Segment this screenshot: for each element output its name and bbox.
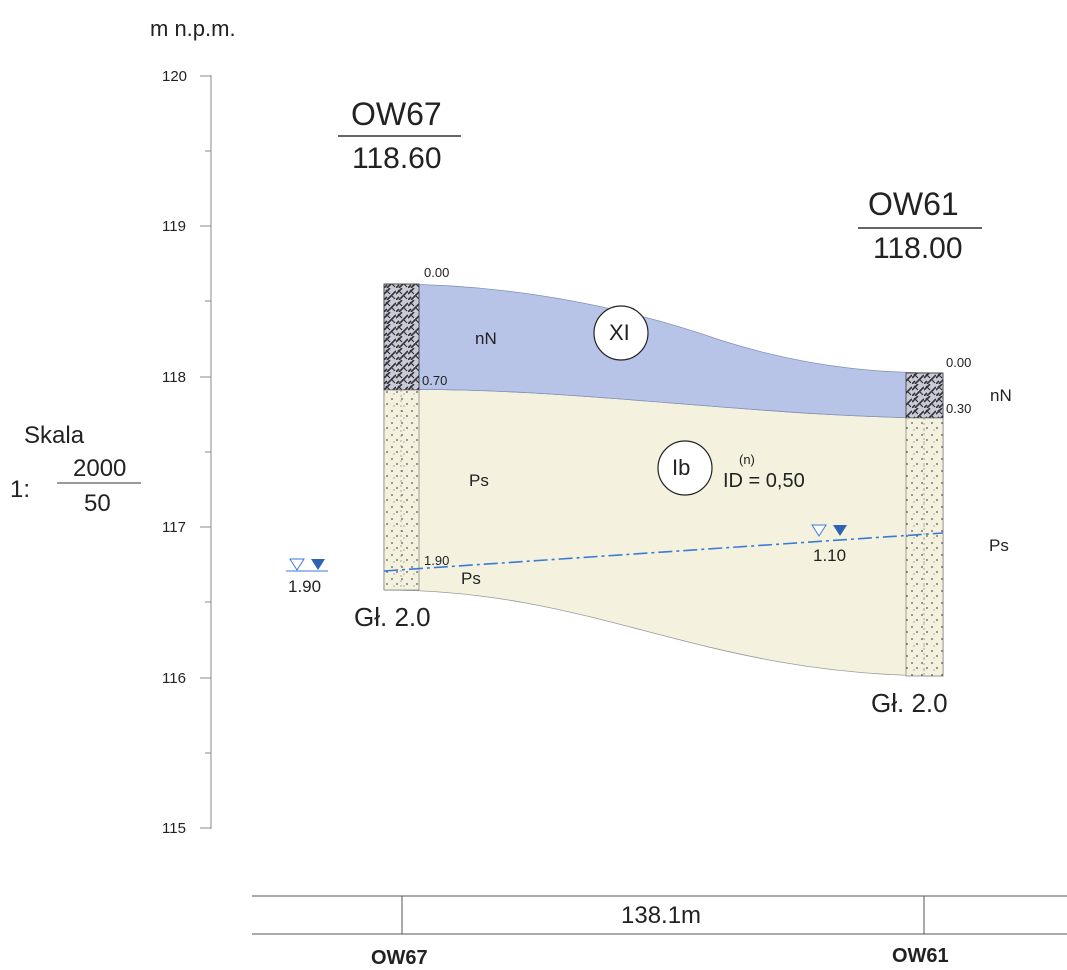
groundwater-line	[383, 532, 944, 572]
ow67-depth-top: 0.00	[424, 265, 450, 280]
scale-label: Skala	[24, 422, 85, 449]
distance-label: 138.1m	[621, 902, 702, 929]
scale-denominator: 50	[84, 490, 111, 517]
ow67-water-depth-side: 1.90	[288, 577, 322, 596]
y-tick-119: 119	[162, 218, 186, 235]
density-index-superscript: (n)	[739, 452, 755, 467]
ow67-soil-top: nN	[475, 329, 497, 348]
layer-xi-label: XI	[609, 320, 630, 345]
distance-from: OW67	[371, 947, 428, 969]
y-axis	[200, 75, 212, 829]
borehole-ow67-column	[383, 283, 420, 591]
ow61-name: OW61	[868, 186, 959, 222]
layer-xi	[383, 283, 944, 419]
ow61-depth-layer: 0.30	[946, 401, 972, 416]
water-level-symbol-left	[286, 558, 328, 572]
y-tick-117: 117	[162, 519, 186, 536]
y-tick-120: 120	[162, 68, 188, 85]
scale-prefix: 1:	[10, 476, 31, 503]
ow61-depth-top: 0.00	[946, 355, 972, 370]
ow61-elevation: 118.00	[873, 232, 963, 265]
y-tick-115: 115	[162, 820, 186, 837]
water-level-symbol-right	[811, 524, 847, 537]
ow61-soil-top: nN	[990, 386, 1012, 405]
layer-ib-circle	[657, 440, 713, 496]
ow67-depth-layer: 0.70	[422, 373, 448, 388]
y-tick-118: 118	[162, 369, 186, 386]
distance-to: OW61	[892, 945, 949, 967]
layer-ib-label: Ib	[672, 455, 691, 480]
density-index-label: ID = 0,50	[723, 470, 805, 492]
ow67-elevation: 118.60	[352, 142, 442, 175]
y-axis-unit-label: m n.p.m.	[150, 16, 236, 41]
layer-ib	[383, 389, 944, 677]
distance-bar	[252, 895, 1067, 935]
ow67-name: OW67	[351, 96, 442, 132]
ow67-water-depth: 1.90	[424, 553, 450, 568]
ow67-total-depth: Gł. 2.0	[354, 602, 431, 632]
scale-numerator: 2000	[73, 455, 127, 482]
ow61-total-depth: Gł. 2.0	[871, 688, 948, 718]
ow61-water-depth: 1.10	[813, 546, 847, 565]
borehole-ow61-column	[905, 372, 944, 677]
ow67-soil-bottom: Ps	[461, 569, 481, 588]
ow61-soil-mid: Ps	[989, 536, 1009, 555]
layer-xi-circle	[593, 305, 649, 361]
y-tick-116: 116	[162, 670, 186, 687]
ow67-soil-mid: Ps	[469, 471, 489, 490]
